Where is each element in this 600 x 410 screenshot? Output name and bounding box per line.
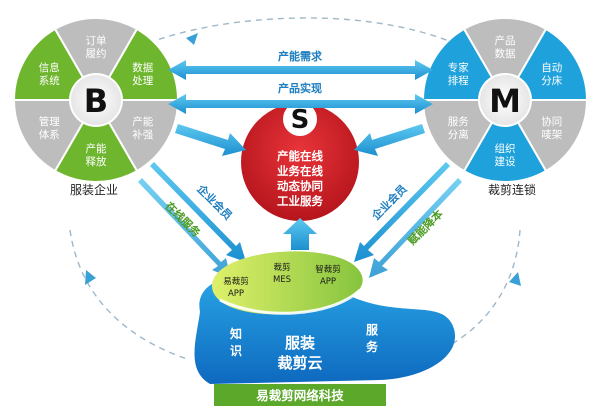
m-wheel-segment-3 (516, 99, 589, 173)
s-line-2: 业务在线 (277, 164, 323, 178)
arrow-b-to-s (175, 124, 246, 156)
s-line-3: 动态协同 (277, 179, 323, 193)
b-wheel-segment-4-label-2: 释放 (86, 155, 107, 168)
arrow-middle-label: 产品实现 (278, 81, 322, 95)
b-wheel-segment-3 (107, 99, 180, 173)
b-wheel-segment-5-label-1: 管理 (39, 115, 60, 128)
s-line-4: 工业服务 (277, 194, 323, 208)
footer-bar: 易裁剪网络科技 (214, 384, 386, 406)
cloud-app-3-line-1: 智裁剪 (315, 264, 341, 275)
m-wheel-letter: M (489, 82, 521, 120)
b-wheel-segment-2 (107, 27, 180, 101)
b-wheel-segment-2-label-1: 数据 (132, 61, 153, 74)
m-wheel-segment-2-label-2: 分床 (541, 74, 562, 87)
b-wheel-letter: B (84, 82, 108, 120)
cloud-app-2-line-2: MES (273, 275, 291, 285)
arrow-capacity-demand (168, 60, 433, 80)
cloud-side-right-2: 务 (366, 339, 379, 354)
m-wheel-segment-1-label-1: 产品 (495, 34, 516, 47)
b-wheel-segment-4-label-1: 产能 (86, 142, 107, 155)
m-wheel-segment-6 (421, 27, 494, 101)
arrow-right-upper-label: 企业会员 (368, 182, 410, 224)
cloud-side-left-2: 识 (230, 344, 242, 358)
m-wheel-segment-5-label-2: 分离 (448, 128, 469, 141)
b-wheel-segment-3-label-2: 补强 (132, 128, 153, 141)
arrow-left-lower-label: 在线服务 (162, 199, 204, 241)
s-letter-badge (283, 102, 317, 136)
m-wheel-segment-3-label-1: 协同 (541, 115, 562, 128)
b-wheel-segment-2-label-2: 处理 (132, 75, 153, 87)
m-wheel-segment-2 (516, 27, 589, 101)
s-letter: S (291, 105, 310, 135)
cloud-platform: 易裁剪 APP 裁剪 MES 智裁剪 APP 知 识 服 务 服装 裁剪云 (194, 251, 456, 384)
footer-label: 易裁剪网络科技 (256, 388, 344, 403)
s-circle: S 产能在线 业务在线 动态协同 工业服务 (239, 101, 361, 223)
m-wheel-segment-1-label-2: 数据 (495, 47, 516, 60)
cloud-app-1-line-1: 易裁剪 (223, 276, 249, 287)
arrow-right-pair (354, 162, 462, 278)
m-wheel-center (480, 75, 530, 125)
cloud-side-left-1: 知 (229, 326, 242, 341)
b-wheel-segment-1-label-2: 履约 (86, 47, 107, 60)
cloud-title-line-1: 服装 (285, 334, 316, 352)
cloud-app-1-line-2: APP (228, 289, 244, 299)
arrow-m-to-s (354, 124, 425, 156)
arrow-left-pair (138, 162, 246, 278)
b-wheel-segment-3-label-1: 产能 (132, 115, 153, 128)
m-wheel-segment-5-label-1: 服务 (448, 115, 469, 128)
dashed-arrow-right-icon (509, 272, 521, 286)
m-wheel-caption: 裁剪连锁 (488, 182, 536, 197)
b-wheel-segment-5-label-2: 体系 (39, 129, 60, 141)
b-wheel-segment-6-label-2: 系统 (39, 74, 60, 87)
dashed-arrow-left-icon (85, 270, 96, 285)
m-wheel-segment-2-label-1: 自动 (541, 61, 562, 74)
arrow-product-realization (168, 94, 433, 114)
arrow-top-label: 产能需求 (278, 49, 323, 63)
cloud-side-right-1: 服 (366, 322, 379, 337)
b-wheel-center (71, 75, 121, 125)
m-wheel-segment-4-label-1: 组织 (495, 142, 516, 155)
s-line-1: 产能在线 (277, 149, 323, 163)
cloud-green-shape (212, 251, 363, 315)
arrow-right-lower-label: 赋能降本 (405, 207, 446, 248)
m-wheel-segment-6-label-1: 专家 (448, 61, 469, 74)
m-wheel-segment-3-label-2: 唛架 (541, 129, 562, 141)
cloud-title-line-2: 裁剪云 (277, 354, 322, 372)
b-wheel-segment-1-label-1: 订单 (86, 35, 107, 47)
m-wheel-segment-6-label-2: 排程 (448, 74, 469, 87)
cloud-app-2-line-1: 裁剪 (273, 262, 290, 273)
b-wheel-segment-6-label-1: 信息 (39, 61, 60, 74)
b-wheel-segment-5 (12, 99, 85, 173)
m-wheel-segment-4-label-2: 建设 (495, 155, 516, 168)
b-wheel-segment-6 (12, 27, 85, 101)
cloud-app-3-line-2: APP (320, 277, 336, 287)
b-wheel-caption: 服装企业 (70, 182, 118, 197)
dashed-arrow-top-icon (186, 33, 198, 45)
arrow-cloud-to-s (283, 218, 317, 250)
